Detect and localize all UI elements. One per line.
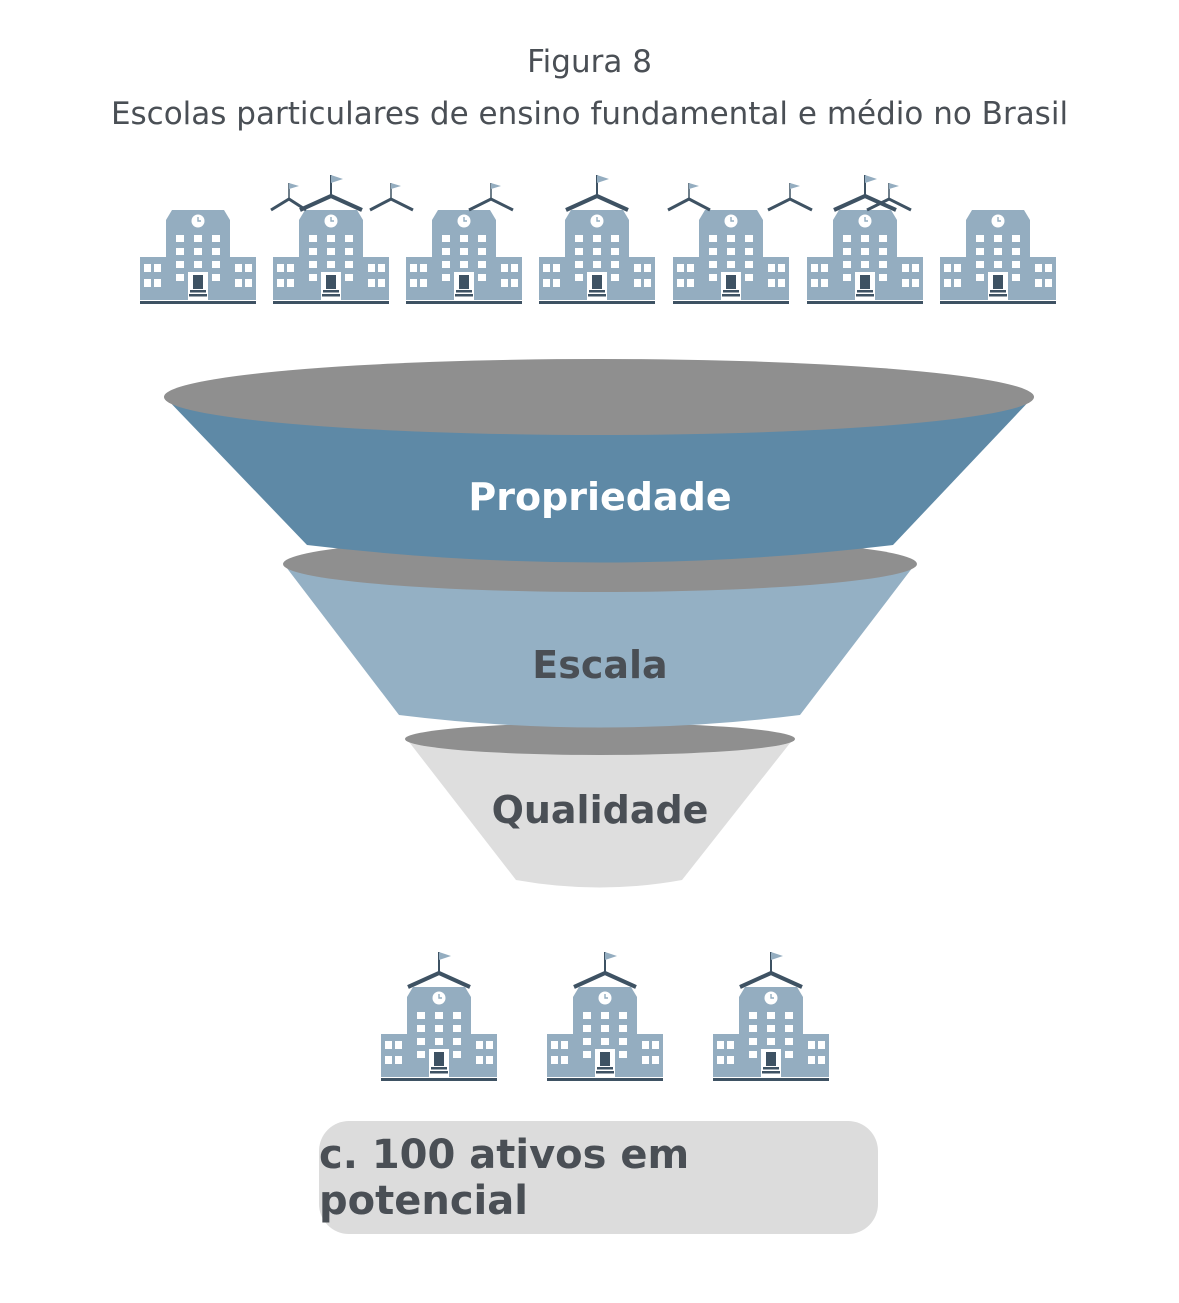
funnel-stage-escala bbox=[283, 536, 917, 728]
result-label: c. 100 ativos em potencial bbox=[319, 1131, 690, 1224]
figure-title: Escolas particulares de ensino fundament… bbox=[110, 96, 1069, 132]
stage-label-qualidade: Qualidade bbox=[492, 788, 709, 832]
funnel-stage-propriedade bbox=[164, 359, 1034, 563]
funnel-stage-qualidade bbox=[405, 723, 795, 888]
top-school-icons bbox=[140, 175, 1056, 304]
result-box: c. 100 ativos em potencial bbox=[319, 1121, 878, 1234]
figure-number: Figura 8 bbox=[527, 44, 652, 80]
bottom-school-icons bbox=[381, 952, 829, 1081]
stage-label-escala: Escala bbox=[532, 643, 667, 687]
stage-label-propriedade: Propriedade bbox=[468, 475, 731, 519]
